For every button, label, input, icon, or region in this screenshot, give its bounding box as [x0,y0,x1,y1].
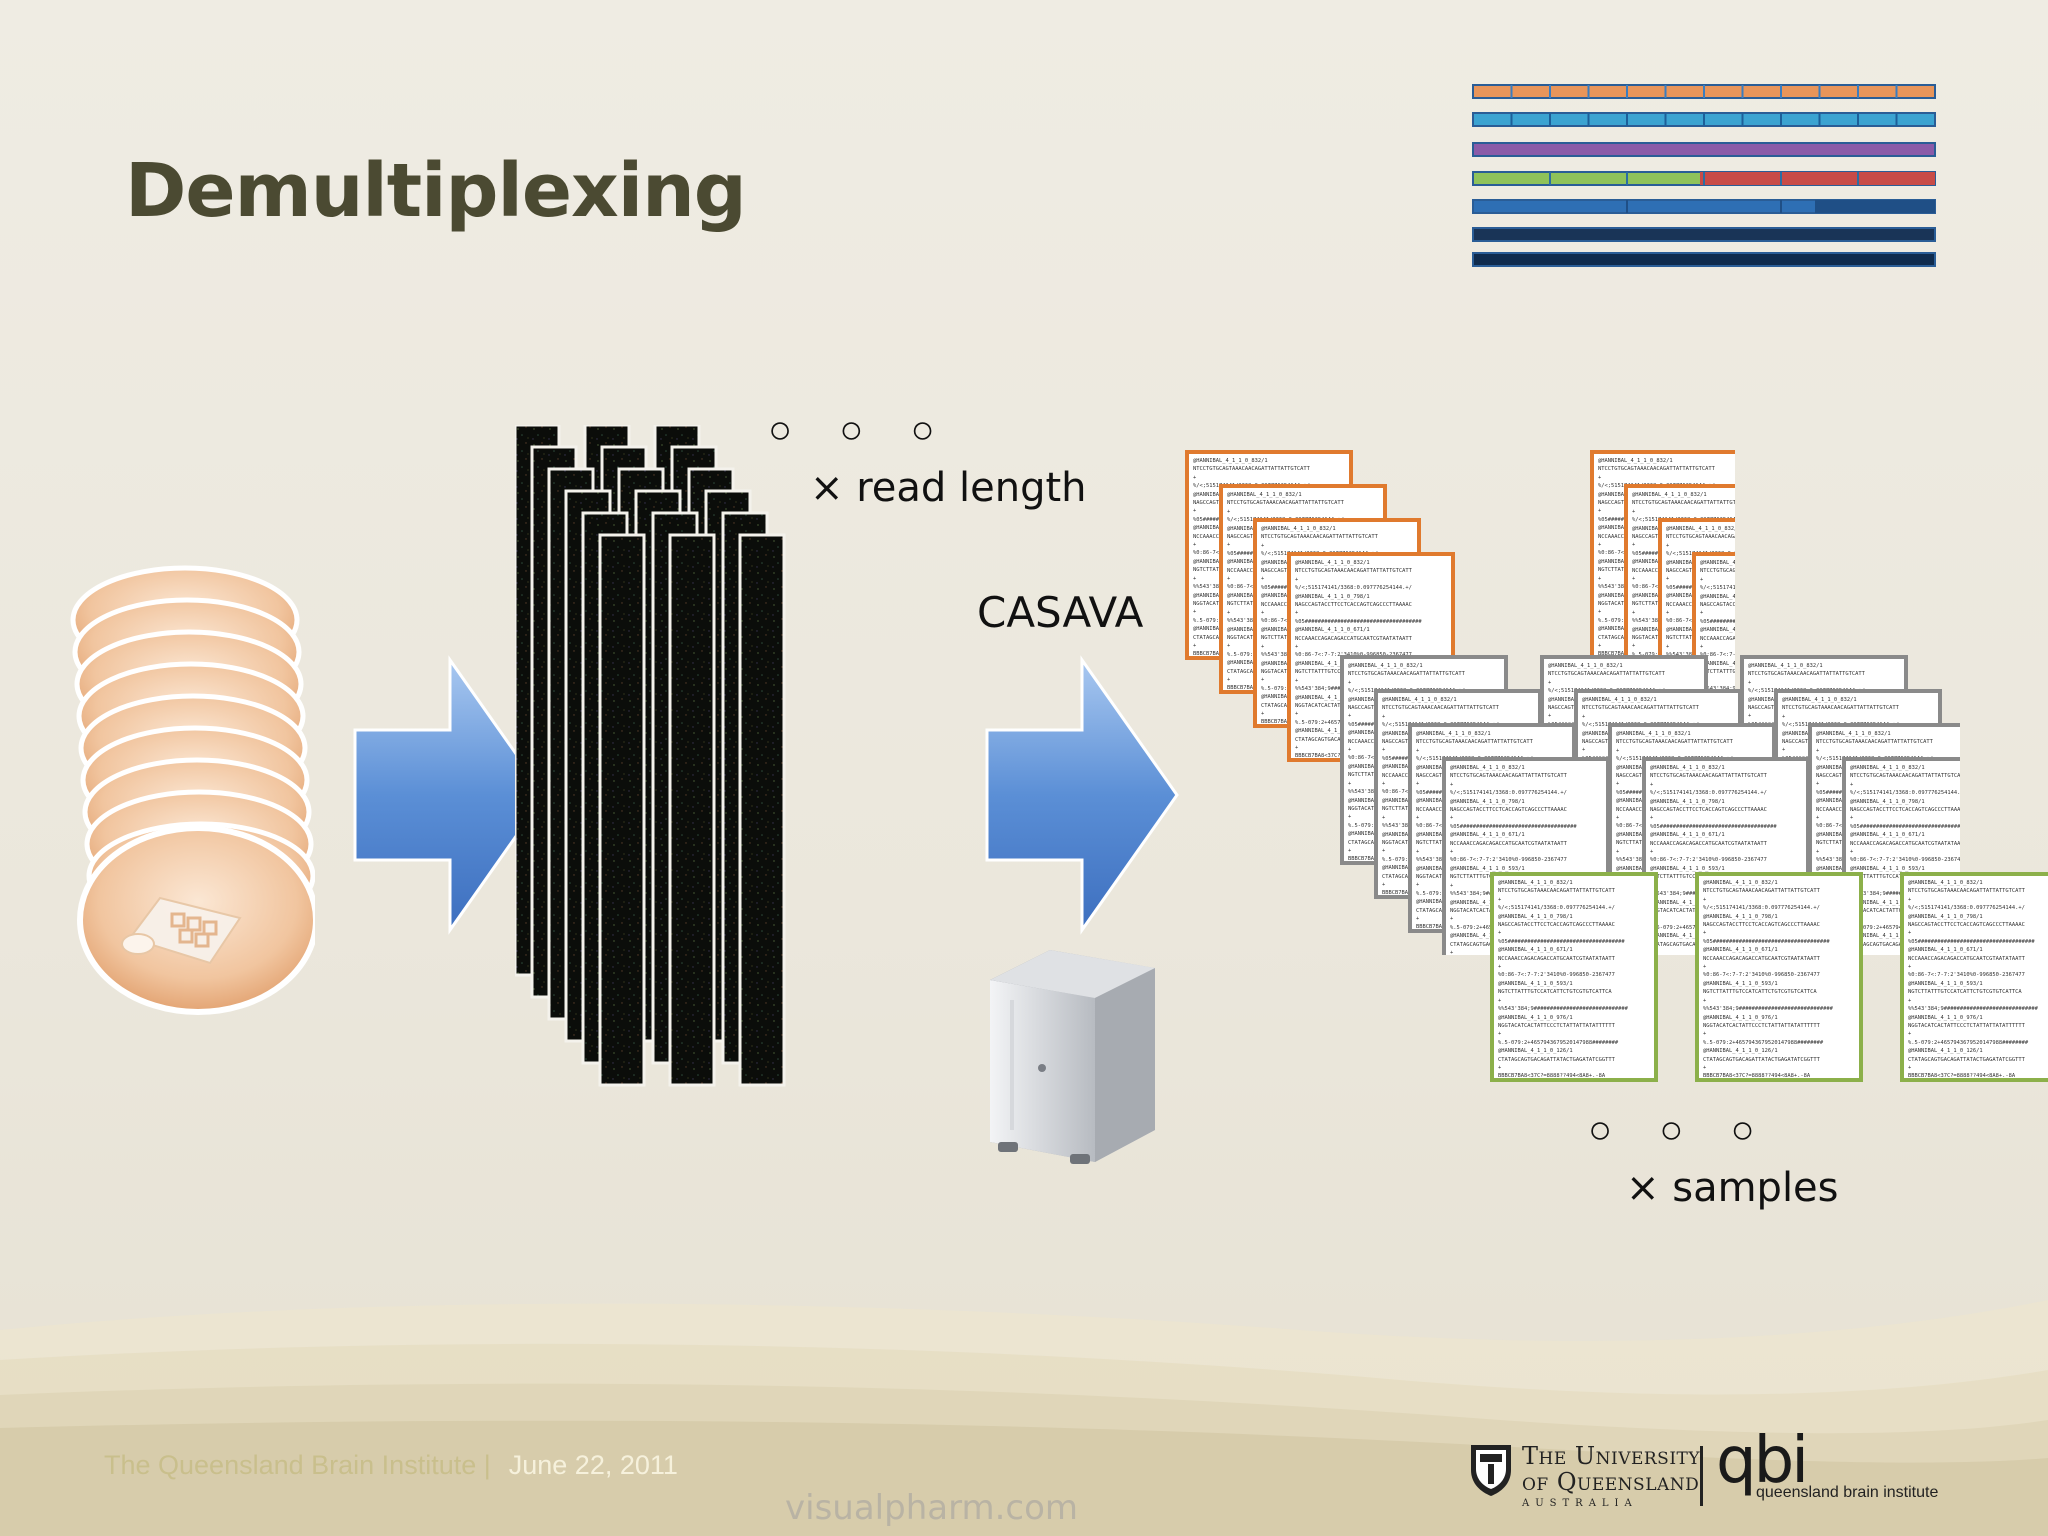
sequence-bar-6 [1472,227,1936,242]
sequence-bar-3 [1472,142,1936,157]
qbi-logo-text: qbi [1716,1424,1809,1498]
dots-bottom: ○ ○ ○ [1588,1108,1773,1152]
image-tile [668,533,716,1087]
sequence-bar-7 [1472,252,1936,267]
footer-institute: The Queensland Brain Institute | June 22,… [104,1450,678,1481]
logo-divider [1700,1446,1703,1506]
fastq-file: @HANNIBAL_4_1_1_0_832/1 NTCCTGTGCAGTAAAC… [1695,872,1863,1082]
uq-line-3: AUSTRALIA [1522,1498,1638,1509]
image-tile [738,533,786,1087]
casava-label: CASAVA [977,588,1144,637]
sequence-bars-graphic [1472,84,1936,267]
image-tile-stack [515,425,786,1087]
server-icon [990,950,1155,1164]
sequence-bar-segment [1700,172,1935,185]
qbi-logo: qbi queensland brain institute [1716,1424,1939,1502]
arrow-right-icon-1 [353,655,547,935]
sequence-bar-segment [1815,200,1935,213]
qbi-logo-subtitle: queensland brain institute [1756,1484,1939,1501]
fastq-stack-green: @HANNIBAL_4_1_1_0_832/1 NTCCTGTGCAGTAAAC… [1490,872,2048,1098]
uq-crest-icon [1471,1445,1511,1496]
watermark: visualpharm.com [785,1488,1079,1528]
uq-line-2: of Queensland [1522,1468,1700,1496]
samples-label: × samples [1626,1165,1839,1211]
fastq-file: @HANNIBAL_4_1_1_0_832/1 NTCCTGTGCAGTAAAC… [1490,872,1658,1082]
read-length-label: × read length [810,465,1087,511]
image-tile [598,533,646,1087]
uq-line-1: The University [1522,1442,1701,1470]
uq-logo-text: The University of Queensland AUSTRALIA [1522,1442,1700,1509]
dots-top: ○ ○ ○ [768,408,953,452]
arrow-right-icon-2 [985,655,1179,935]
footer-institute-name: The Queensland Brain Institute | [104,1450,491,1480]
flowcell-stack-icon [70,565,315,1015]
slide-title: Demultiplexing [125,148,747,234]
fastq-file: @HANNIBAL_4_1_1_0_832/1 NTCCTGTGCAGTAAAC… [1900,872,2048,1082]
footer-date: June 22, 2011 [508,1450,678,1480]
